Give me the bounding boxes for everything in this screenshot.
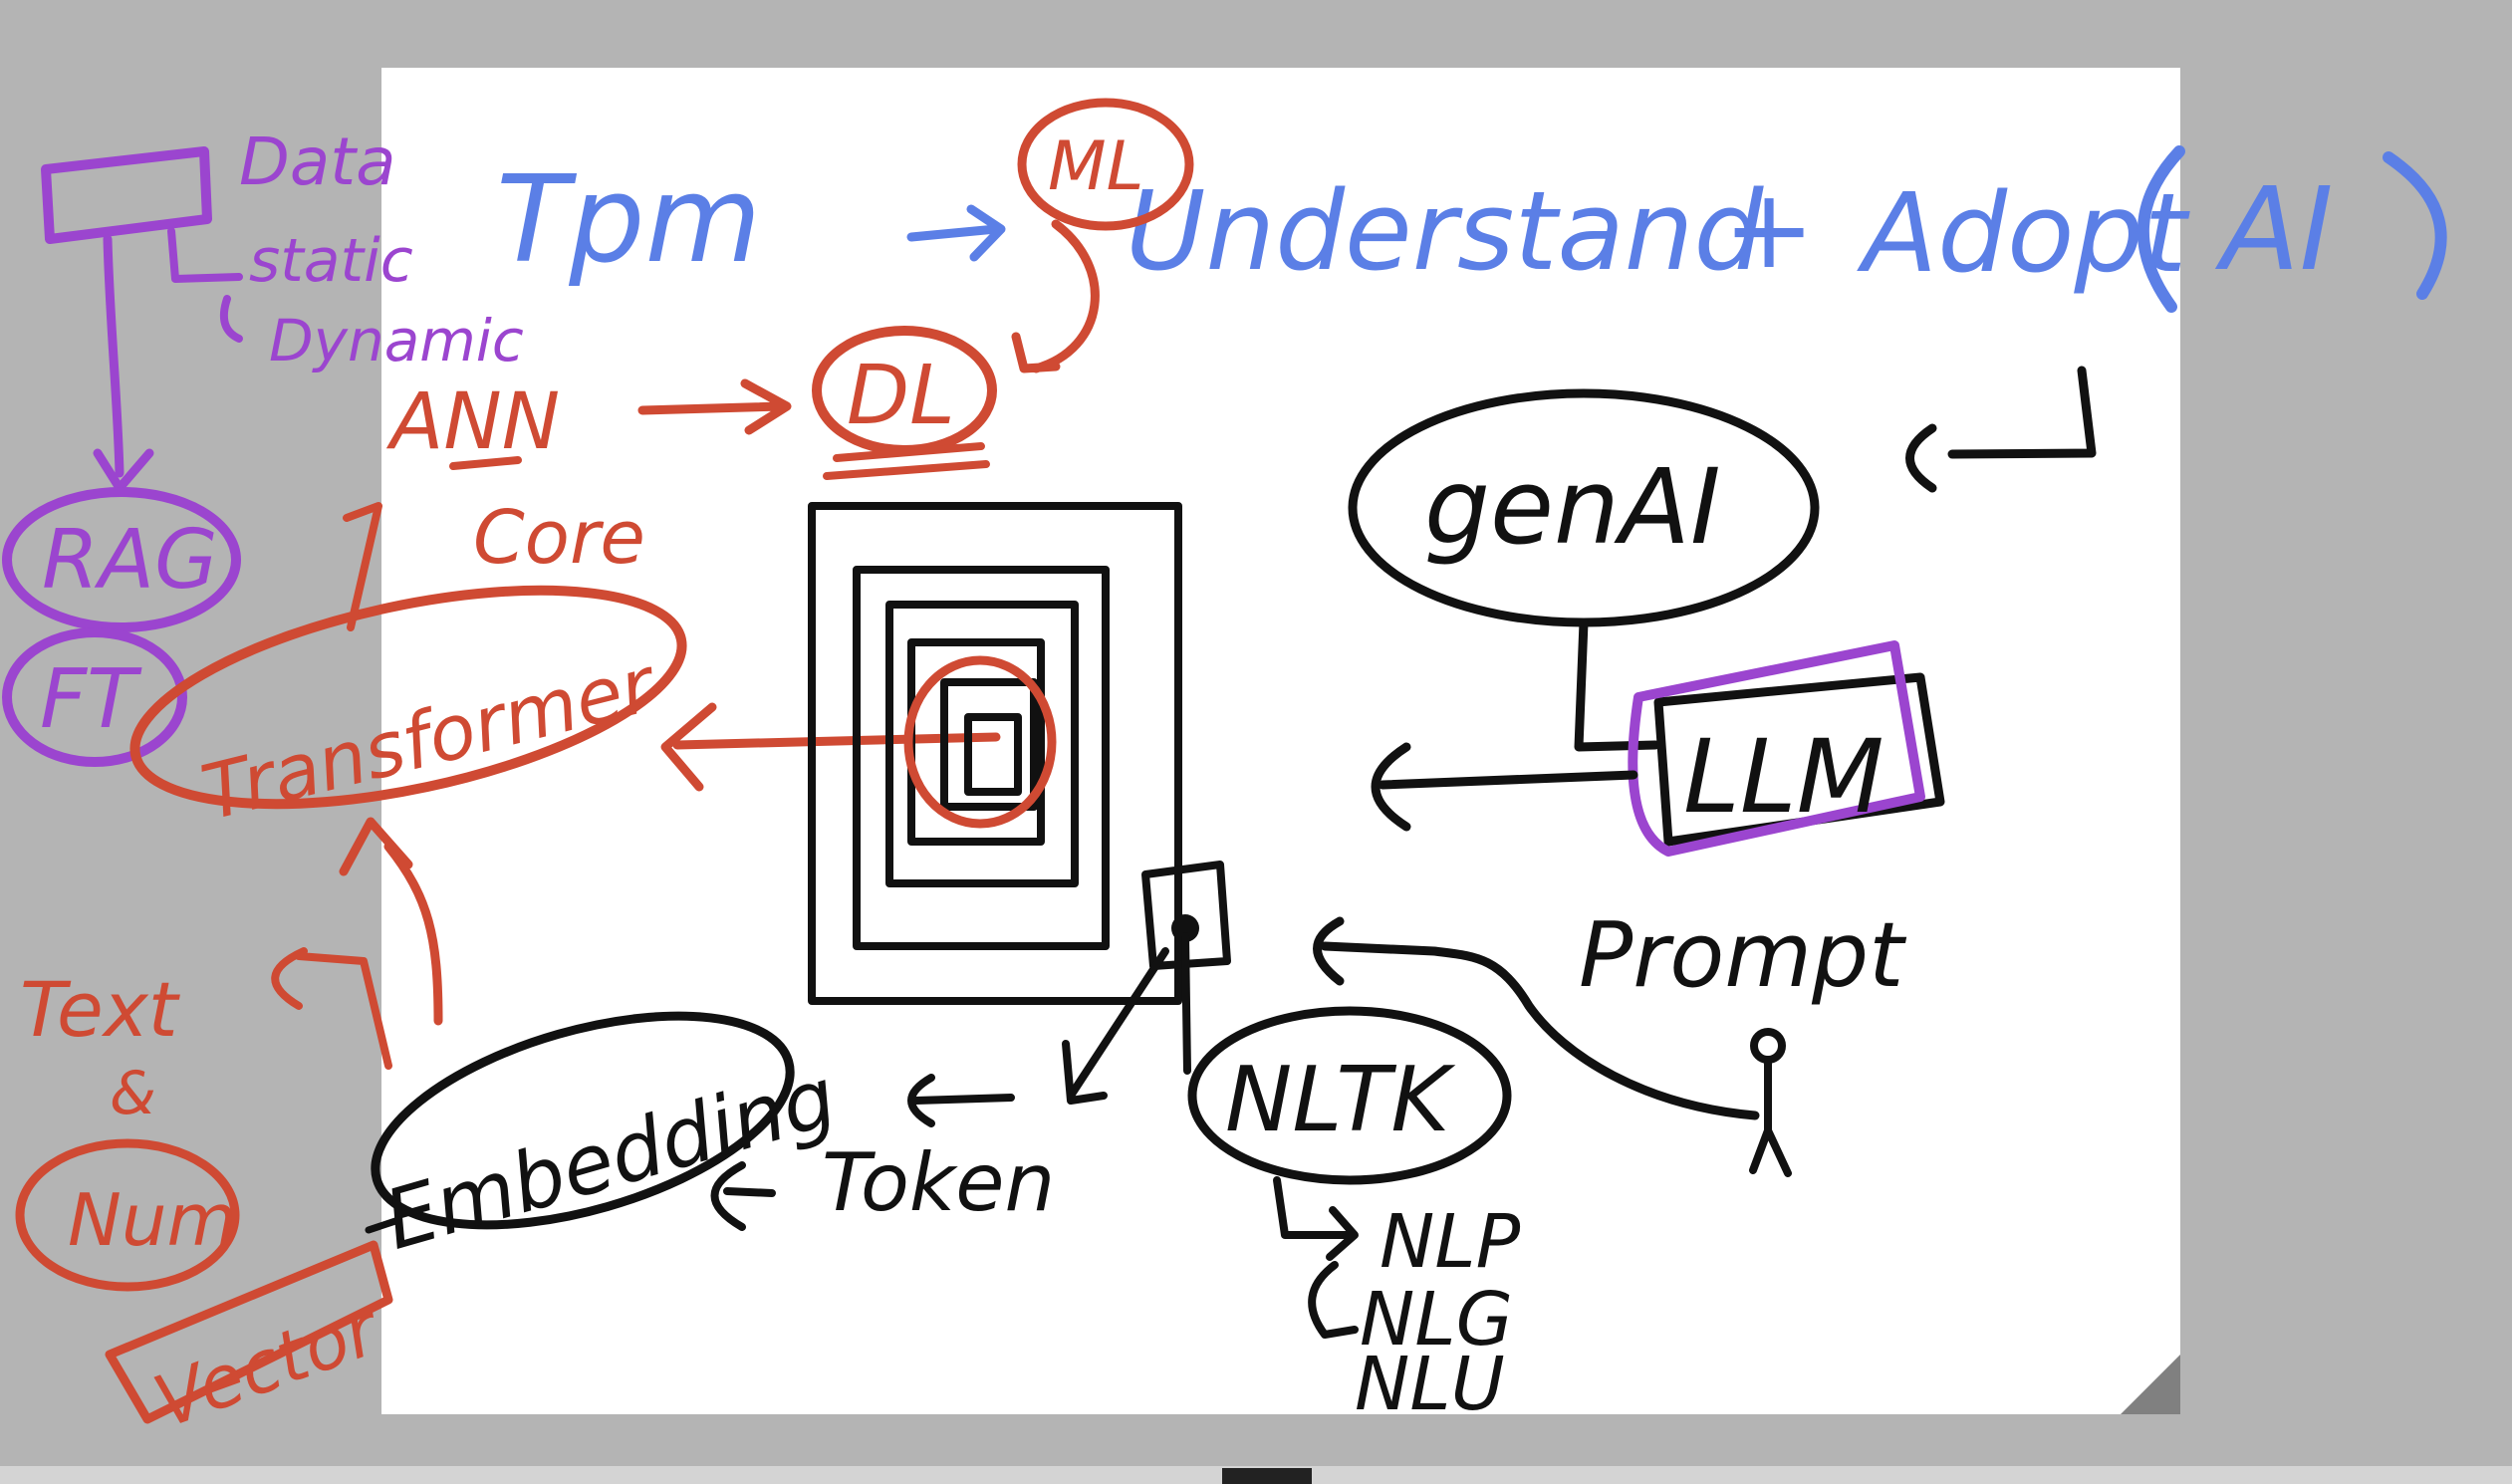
nested-boxes	[808, 502, 1231, 1105]
ml-node: ML	[1011, 98, 1194, 373]
core-highlight-circle	[903, 655, 1057, 829]
embedding-to-transformer-arrow	[339, 817, 443, 1026]
ft-node: FT	[2, 627, 187, 767]
llm-node: LLM	[1371, 640, 1945, 857]
nltk-label: NLTK	[1225, 1048, 1455, 1152]
nlg-label: NLG	[1360, 1277, 1513, 1362]
prompt-label: Prompt	[1579, 903, 1907, 1008]
llm-left-arrow	[1371, 742, 1638, 832]
transformer-label: Transformer	[193, 638, 666, 837]
nlu-label: NLU	[1355, 1342, 1505, 1427]
prompt-node: Prompt	[1313, 903, 1907, 1177]
input-types-group: Text & Num Vector	[15, 965, 402, 1444]
dl-underline-1	[833, 442, 985, 462]
dl-label: DL	[847, 349, 955, 443]
nltk-node: NLTK NLP NLG NLU	[1187, 1006, 1521, 1427]
page-handle[interactable]	[1222, 1468, 1312, 1484]
data-box-shape	[41, 146, 212, 244]
rag-label: RAG	[42, 513, 218, 608]
nlp-bracket	[1273, 1176, 1359, 1261]
ft-ellipse	[2, 627, 187, 767]
person-head-icon	[1750, 1028, 1786, 1064]
static-label: static	[249, 226, 413, 296]
data-label: Data	[239, 124, 396, 200]
box-level-1	[808, 502, 1182, 1005]
transformer-up-bracket	[343, 502, 382, 631]
embedding-ellipse	[371, 1011, 795, 1230]
data-source-group: Data static Dynamic	[41, 124, 524, 493]
nlg-bracket	[1308, 1261, 1359, 1339]
text-bracket	[271, 947, 392, 1070]
token-label: Token	[822, 1136, 1055, 1229]
ml-label: ML	[1048, 127, 1144, 206]
core-label: Core	[473, 495, 645, 581]
adopt-label: Adopt	[1857, 169, 2190, 297]
ann-node: ANN Core	[385, 377, 792, 581]
dl-underline-2	[823, 460, 990, 480]
page-curl-icon	[2121, 1355, 2180, 1414]
ai-label: AI	[2214, 163, 2334, 297]
box-level-6	[964, 713, 1022, 796]
rag-node: RAG	[2, 487, 241, 632]
num-ellipse	[15, 1138, 240, 1292]
box-level-2	[853, 566, 1110, 950]
vector-label: Vector	[143, 1286, 392, 1444]
rag-ellipse	[2, 487, 241, 632]
dynamic-label: Dynamic	[269, 307, 524, 374]
token-arrow	[1062, 947, 1169, 1105]
llm-purple-box	[1628, 640, 1925, 857]
embedding-node: Embedding	[271, 817, 846, 1269]
nltk-ellipse	[1187, 1006, 1512, 1185]
side-box-shape	[1141, 861, 1231, 970]
understand-label: Understand	[1126, 167, 1765, 295]
prompt-to-nltk-arrow	[1313, 916, 1760, 1120]
box-level-3	[885, 601, 1079, 887]
side-box-dot	[1171, 914, 1199, 942]
box-level-5	[940, 678, 1038, 811]
llm-black-box	[1653, 672, 1945, 847]
ft-label: FT	[40, 652, 142, 747]
genai-node: genAI	[1348, 366, 2097, 752]
ai-close-paren	[2383, 151, 2447, 300]
side-box-stem	[1181, 932, 1191, 1075]
token-upper-arrow	[907, 1074, 1015, 1127]
tpm-label: Tpm	[496, 151, 761, 290]
adopt-to-genai-arrow	[1905, 366, 2097, 493]
text-label: Text	[20, 965, 181, 1054]
token-node: Token	[710, 1074, 1055, 1231]
genai-to-llm-connector	[1574, 618, 1660, 752]
header-group: Tpm Understand + Adopt AI	[496, 145, 2447, 313]
num-label: Num	[68, 1178, 237, 1262]
llm-label: LLM	[1683, 718, 1884, 837]
genai-label: genAI	[1424, 446, 1721, 568]
data-to-rag-arrow	[93, 234, 154, 493]
ann-underline	[449, 456, 522, 470]
ml-ellipse	[1017, 98, 1194, 231]
nlp-label: NLP	[1380, 1199, 1521, 1285]
dl-node: DL	[812, 326, 997, 480]
ann-label: ANN	[385, 377, 560, 467]
static-bracket	[167, 227, 243, 283]
tpm-to-understand-arrow	[906, 204, 1006, 262]
and-symbol: &	[110, 1059, 156, 1128]
plus-sign: +	[1723, 165, 1815, 293]
token-left-arrow	[710, 1161, 776, 1231]
vector-to-embedding-link	[365, 1216, 402, 1234]
person-body-icon	[1749, 1056, 1792, 1177]
ai-open-paren	[2137, 145, 2185, 313]
transformer-ellipse	[129, 585, 687, 810]
vector-box	[105, 1240, 393, 1424]
dynamic-bracket	[220, 295, 243, 343]
ann-to-dl-arrow	[637, 378, 792, 435]
ml-to-dl-arrow	[1011, 219, 1100, 373]
